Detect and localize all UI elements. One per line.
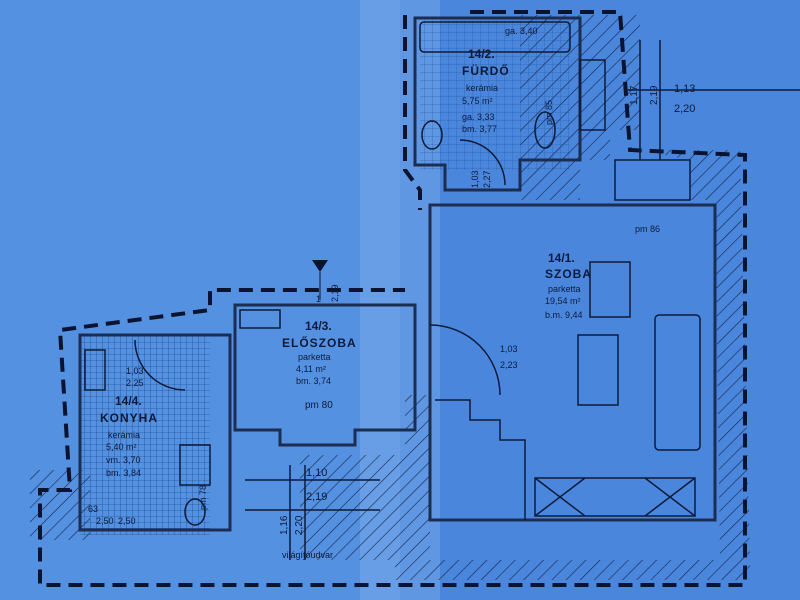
room-door-arc — [429, 324, 501, 396]
kitchen-name: KONYHA — [100, 411, 158, 425]
kitchen-number: 14/4. — [115, 394, 142, 408]
bathroom-tiles — [420, 20, 570, 170]
room-floor: parketta — [548, 284, 581, 294]
dim-kitchen-door-2: 2,25 — [126, 378, 144, 388]
bath-name: FÜRDŐ — [462, 63, 510, 78]
kitchen-stove — [179, 444, 211, 486]
kitchen-door-arc — [134, 339, 186, 391]
room-pm: pm 86 — [635, 224, 660, 234]
room-area: 19,54 m² — [545, 296, 581, 306]
hall-area: 4,11 m² — [296, 364, 326, 374]
bath-pm: pm 85 — [544, 100, 554, 125]
bath-floor: kerámia — [466, 83, 498, 93]
kitchen-tiles — [80, 335, 210, 535]
kitchen-floor: kerámia — [108, 430, 140, 440]
dim-top-right-v1: 1,17 — [629, 85, 640, 105]
dim-mid-1: 1,10 — [306, 467, 327, 479]
armchair — [589, 261, 631, 318]
room-name: SZOBA — [545, 267, 592, 281]
hall-pm: pm 80 — [305, 400, 333, 411]
bath-top-ga: ga. 3,40 — [505, 26, 538, 36]
sofa — [654, 314, 701, 451]
bath-door-arc — [459, 139, 506, 186]
hall-name: ELŐSZOBA — [282, 335, 357, 350]
hall-number: 14/3. — [305, 319, 332, 333]
wardrobe — [534, 477, 696, 517]
courtyard-label: világítóudvar — [282, 550, 333, 560]
room-window — [614, 159, 691, 201]
dim-mid-v2: 2,20 — [294, 515, 305, 535]
kitchen-pm: pm 78 — [198, 485, 208, 510]
dim-kitchen-bottom-3: 2,50 — [118, 516, 136, 526]
dim-door-1: 1,03 — [500, 344, 518, 354]
dim-kitchen-bottom-1: 63 — [88, 504, 98, 514]
dim-top-right-v2: 2,19 — [649, 85, 660, 105]
bath-ga: ga. 3,33 — [462, 112, 495, 122]
kitchen-vm: vm. 3,70 — [106, 455, 141, 465]
bath-sink — [534, 111, 556, 149]
bathtub — [419, 21, 571, 53]
fixtures — [84, 21, 800, 560]
dim-mid-v1: 1,16 — [279, 515, 290, 535]
stairs — [435, 399, 526, 520]
table — [577, 334, 619, 406]
entrance-arrow-icon — [312, 260, 328, 272]
kitchen-counter — [84, 349, 106, 391]
kitchen-area: 5,40 m² — [106, 442, 137, 452]
bath-bm: bm. 3,77 — [462, 124, 497, 134]
dim-kitchen-bottom-2: 2,50 — [96, 516, 114, 526]
bath-window — [579, 59, 606, 131]
dim-top-right-2: 2,20 — [674, 103, 695, 115]
bath-toilet — [421, 120, 443, 150]
bath-area: 5,75 m² — [462, 96, 493, 106]
dim-entry-1: 1 — [316, 294, 321, 304]
hall-floor: parketta — [298, 352, 331, 362]
hall-bm: bm. 3,74 — [296, 376, 331, 386]
kitchen-toilet — [184, 498, 206, 526]
dim-bath-door-1: 1,03 — [470, 170, 480, 188]
room-number: 14/1. — [548, 251, 575, 265]
outer-boundary — [38, 10, 747, 587]
dim-kitchen-door-1: 1,03 — [126, 366, 144, 376]
room-bm: b.m. 9,44 — [545, 310, 583, 320]
dim-door-2: 2,23 — [500, 360, 518, 370]
kitchen-bm: bm. 3,84 — [106, 468, 141, 478]
dim-top-right-1: 1,13 — [674, 83, 695, 95]
dim-entry-2: 2,19 — [330, 284, 340, 302]
bath-number: 14/2. — [468, 47, 495, 61]
dim-bath-door-2: 2,27 — [482, 170, 492, 188]
hall-cabinet — [239, 309, 281, 329]
dim-mid-2: 2,19 — [306, 491, 327, 503]
